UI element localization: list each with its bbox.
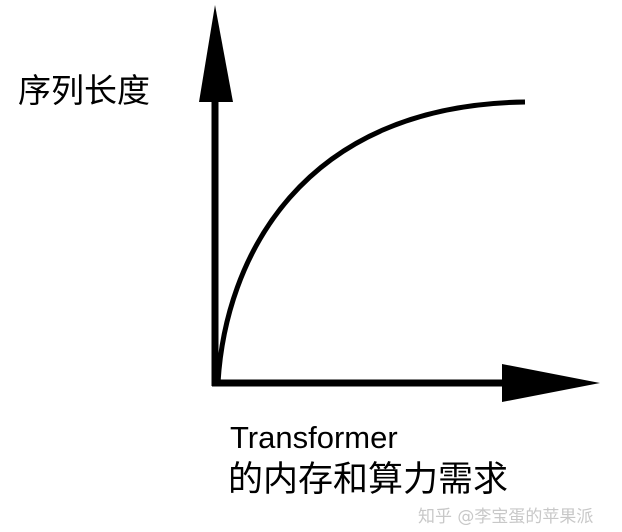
x-axis-arrowhead <box>502 364 600 402</box>
curve <box>215 99 526 384</box>
x-axis-label-line1: Transformer <box>230 420 398 455</box>
x-axis-label-line2: 的内存和算力需求 <box>228 460 509 500</box>
watermark: 知乎 @李宝蛋的苹果派 <box>418 507 594 527</box>
y-axis-label: 序列长度 <box>18 71 150 110</box>
y-axis-arrowhead <box>199 5 233 102</box>
